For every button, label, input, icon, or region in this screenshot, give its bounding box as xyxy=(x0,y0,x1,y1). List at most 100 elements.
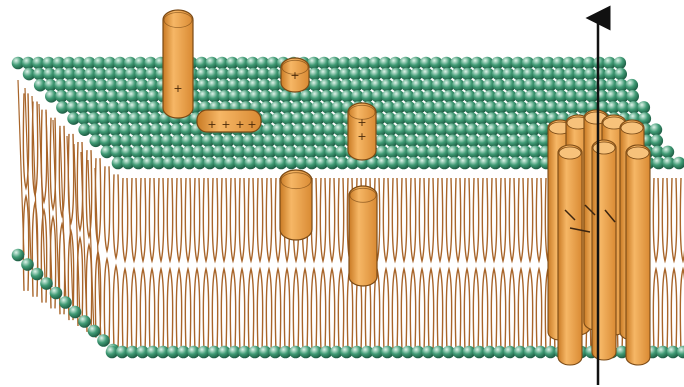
headgroup xyxy=(673,157,684,170)
headgroup xyxy=(12,249,25,262)
headgroup xyxy=(614,68,627,81)
headgroup xyxy=(40,277,53,290)
lipid-tail xyxy=(527,178,532,261)
lipid-tail xyxy=(257,178,262,261)
pore-helix xyxy=(592,140,616,360)
headgroup xyxy=(88,325,101,338)
charge-mark: + xyxy=(357,116,366,129)
lipid-tail xyxy=(212,269,217,352)
lipid-tail xyxy=(671,178,676,261)
charge-mark: + xyxy=(247,118,256,131)
lipid-tail xyxy=(509,269,514,352)
lipid-tail xyxy=(518,178,523,261)
charge-mark: + xyxy=(207,118,216,131)
short-surface-peptide: + xyxy=(281,58,309,92)
headgroup xyxy=(59,296,72,309)
lipid-tail xyxy=(500,269,505,352)
headgroup xyxy=(638,101,651,114)
lipid-tail xyxy=(338,178,343,261)
lipid-tail xyxy=(185,178,190,261)
lipid-tail xyxy=(203,178,208,261)
lipid-tail xyxy=(230,269,235,352)
headgroup xyxy=(31,268,44,281)
headgroup xyxy=(97,334,110,347)
lipid-tail xyxy=(212,178,217,261)
lipid-tail xyxy=(446,269,451,352)
lipid-tail xyxy=(311,269,316,352)
lipid-tail xyxy=(320,269,325,352)
lipid-tail xyxy=(221,178,226,261)
lipid-tail xyxy=(428,269,433,352)
lipid-tail xyxy=(131,178,136,261)
headgroup xyxy=(651,135,664,148)
lipid-tail xyxy=(203,269,208,352)
lipid-tail xyxy=(284,269,289,352)
lipid-tail xyxy=(104,166,109,251)
headgroup xyxy=(69,306,82,319)
lipid-tail xyxy=(653,178,658,261)
lipid-tail xyxy=(482,178,487,261)
lipid-tail xyxy=(536,269,541,352)
headgroup xyxy=(626,79,639,92)
lipid-tail xyxy=(239,178,244,261)
headgroup xyxy=(50,287,63,300)
headgroup xyxy=(650,123,663,136)
lipid-tail xyxy=(653,269,658,352)
lipid-tail xyxy=(176,178,181,261)
lipid-tail xyxy=(113,266,118,350)
lipid-tail xyxy=(167,178,172,261)
lipid-tail xyxy=(329,269,334,352)
lipid-tail xyxy=(167,269,172,352)
lipid-tail xyxy=(437,269,442,352)
lipid-tail xyxy=(401,269,406,352)
standing-peptide: + xyxy=(163,10,193,118)
charge-mark: + xyxy=(357,130,366,143)
lipid-tail xyxy=(419,178,424,261)
lipid-tail xyxy=(482,269,487,352)
lipid-tail xyxy=(464,178,469,261)
lipid-tail xyxy=(509,178,514,261)
lipid-tail xyxy=(680,178,684,261)
lipid-tail xyxy=(113,174,118,258)
lipid-tail xyxy=(392,269,397,352)
headgroup xyxy=(78,315,91,328)
lipid-tail xyxy=(104,259,109,344)
lipid-tail xyxy=(194,178,199,261)
lipid-tail xyxy=(275,269,280,352)
lipid-tail xyxy=(500,178,505,261)
lipid-tail xyxy=(149,178,154,261)
lipid-tail xyxy=(446,178,451,261)
lipid-tail xyxy=(149,269,154,352)
lipid-tail xyxy=(176,269,181,352)
pore-helix xyxy=(558,145,582,365)
lipid-tail xyxy=(455,178,460,261)
lipid-tail xyxy=(662,178,667,261)
partially-inserted-peptide: ++ xyxy=(348,103,376,160)
headgroup xyxy=(677,346,684,359)
lipid-tail xyxy=(671,269,676,352)
lipid-tail xyxy=(230,178,235,261)
inserted-peptide-body xyxy=(349,186,377,286)
headgroup xyxy=(614,57,627,70)
headgroup xyxy=(21,258,34,271)
lipid-tail xyxy=(662,269,667,352)
lipid-tail xyxy=(293,269,298,352)
lipid-tail xyxy=(455,269,460,352)
lipid-tail xyxy=(536,178,541,261)
lipid-tail xyxy=(473,269,478,352)
charge-mark: + xyxy=(235,118,244,131)
lipid-tail xyxy=(221,269,226,352)
lipid-tail xyxy=(302,269,307,352)
lipid-tail xyxy=(140,178,145,261)
charge-mark: + xyxy=(173,82,182,95)
lipid-tail xyxy=(320,178,325,261)
surface-bound-peptide: ++++ xyxy=(197,110,261,132)
lipid-tail xyxy=(266,269,271,352)
lipid-tail xyxy=(194,269,199,352)
lipid-tail xyxy=(158,269,163,352)
pore-helix xyxy=(626,145,650,365)
lipid-tail xyxy=(158,178,163,261)
lipid-tail xyxy=(437,178,442,261)
